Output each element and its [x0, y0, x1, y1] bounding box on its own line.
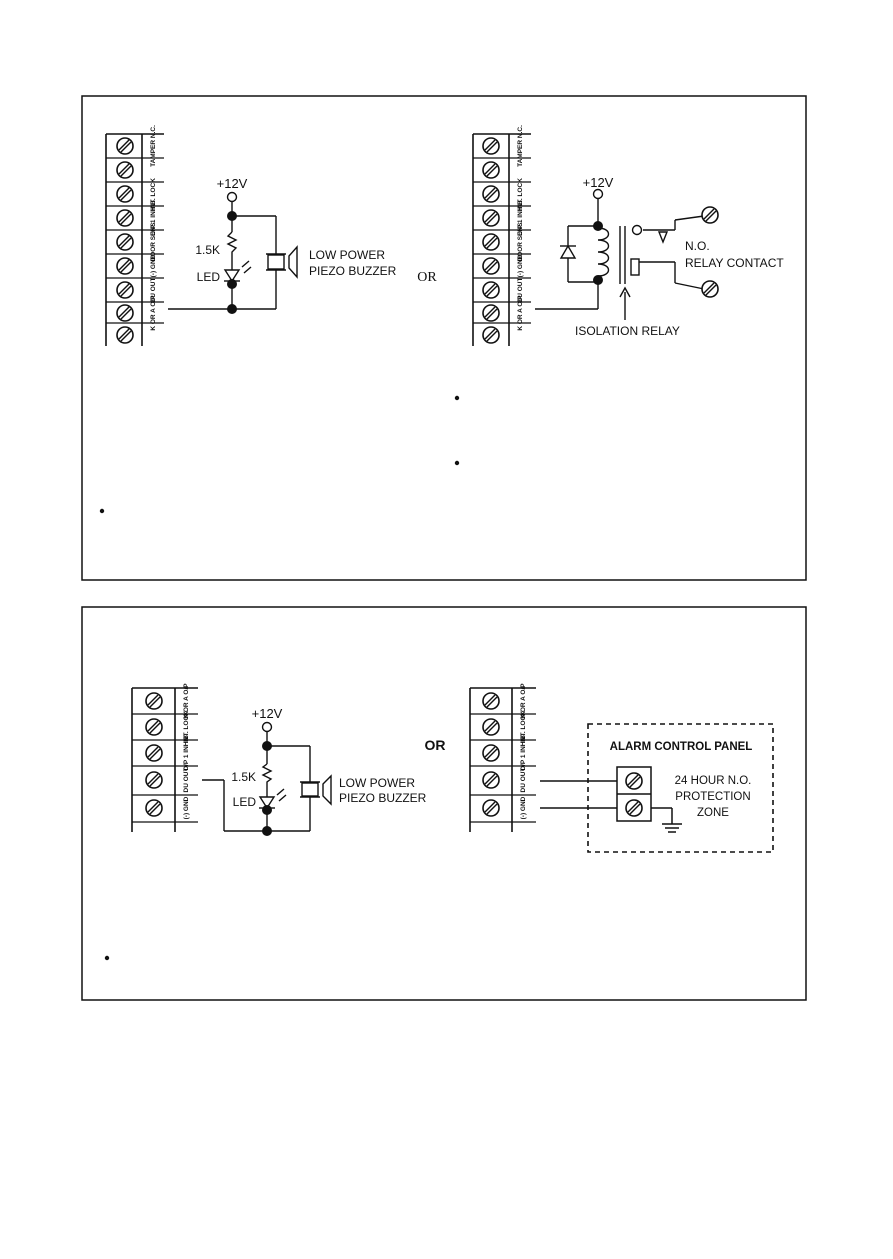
bullet-icon [454, 395, 460, 401]
buzzer-label-2: PIEZO BUZZER [339, 791, 427, 805]
terminal-label: O/P 1 INHIB [517, 200, 524, 236]
junction-dot [262, 826, 272, 836]
terminal-label: K OR A O/P [520, 683, 527, 719]
panel-2-frame [81, 606, 807, 1001]
zone-label-1: 24 HOUR N.O. [675, 775, 752, 787]
contact-label-1: N.O. [685, 239, 710, 253]
terminal-label: INT. LOCK [517, 178, 524, 210]
contact-label-2: RELAY CONTACT [685, 256, 784, 270]
terminal-label: INT. LOCK [520, 711, 527, 743]
zone-screw [625, 799, 643, 817]
bullet-icon [104, 955, 110, 961]
terminal-label: K OR A O/P [517, 295, 524, 331]
terminal-label: INT. LOCK [183, 711, 190, 743]
terminal-label: (-) GND [183, 796, 190, 819]
relay-label: ISOLATION RELAY [575, 324, 680, 338]
led-label: LED [197, 270, 221, 284]
panel-title: ALARM CONTROL PANEL [610, 741, 753, 753]
terminal-label: (-) GND [517, 254, 524, 277]
terminal-label: INT. LOCK [150, 178, 157, 210]
terminal-strip-2: TAMPER N.C. INT. LOCK O/P 1 INHIB DOOR S… [472, 125, 531, 346]
contact-terminal [701, 280, 719, 298]
terminal-label: (-) GND [150, 254, 157, 277]
terminal-label: TAMPER N.C. [517, 125, 524, 167]
junction-dot [593, 275, 603, 285]
zone-terminal-block [540, 766, 682, 833]
buzzer-label-1: LOW POWER [309, 248, 385, 262]
or-label: OR [425, 737, 446, 753]
bullet-icon [454, 460, 460, 466]
terminal-label: DOOR SENS [517, 222, 524, 262]
junction-dot [262, 805, 272, 815]
terminal-label: O/P 1 INHIB [183, 735, 190, 771]
terminal-label: DU OUT [183, 768, 190, 793]
led-label: LED [233, 795, 257, 809]
terminal-label: DU OUT [517, 278, 524, 303]
terminal-label: DU OUT [150, 278, 157, 303]
or-label: OR [417, 270, 437, 285]
junction-dot [227, 211, 237, 221]
bullet-icon [99, 508, 105, 514]
terminal-label: (-) GND [520, 796, 527, 819]
supply-label: +12V [217, 176, 248, 191]
zone-screw [625, 772, 643, 790]
terminal-label: TAMPER N.C. [150, 125, 157, 167]
resistor-label: 1.5K [231, 770, 256, 784]
junction-dot [262, 741, 272, 751]
alarm-control-panel [587, 723, 774, 853]
terminal-label: K OR A O/P [183, 683, 190, 719]
supply-label: +12V [583, 175, 614, 190]
terminal-strip-1: TAMPER N.C. INT. LOCK O/P 1 INHIB DOOR S… [105, 125, 164, 346]
junction-dot [227, 304, 237, 314]
buzzer-circuit-1 [168, 191, 298, 310]
junction-dot [227, 279, 237, 289]
resistor-label: 1.5K [195, 243, 220, 257]
contact-terminal [701, 206, 719, 224]
terminal-label: O/P 1 INHIB [150, 200, 157, 236]
zone-label-3: ZONE [697, 807, 729, 819]
terminal-strip-3: K OR A O/P INT. LOCK O/P 1 INHIB DU OUT … [131, 683, 198, 832]
zone-label-2: PROTECTION [675, 791, 750, 803]
terminal-strip-4: K OR A O/P INT. LOCK O/P 1 INHIB DU OUT … [469, 683, 536, 832]
junction-dot [593, 221, 603, 231]
buzzer-label-2: PIEZO BUZZER [309, 264, 397, 278]
relay-circuit [535, 188, 705, 320]
terminal-label: DOOR SENS [150, 222, 157, 262]
terminal-label: K OR A O/P [150, 295, 157, 331]
supply-label: +12V [252, 706, 283, 721]
panel-1-frame [81, 95, 807, 581]
terminal-label: DU OUT [520, 768, 527, 793]
buzzer-label-1: LOW POWER [339, 776, 415, 790]
relay-contact-node [631, 224, 643, 236]
terminal-label: O/P 1 INHIB [520, 735, 527, 771]
